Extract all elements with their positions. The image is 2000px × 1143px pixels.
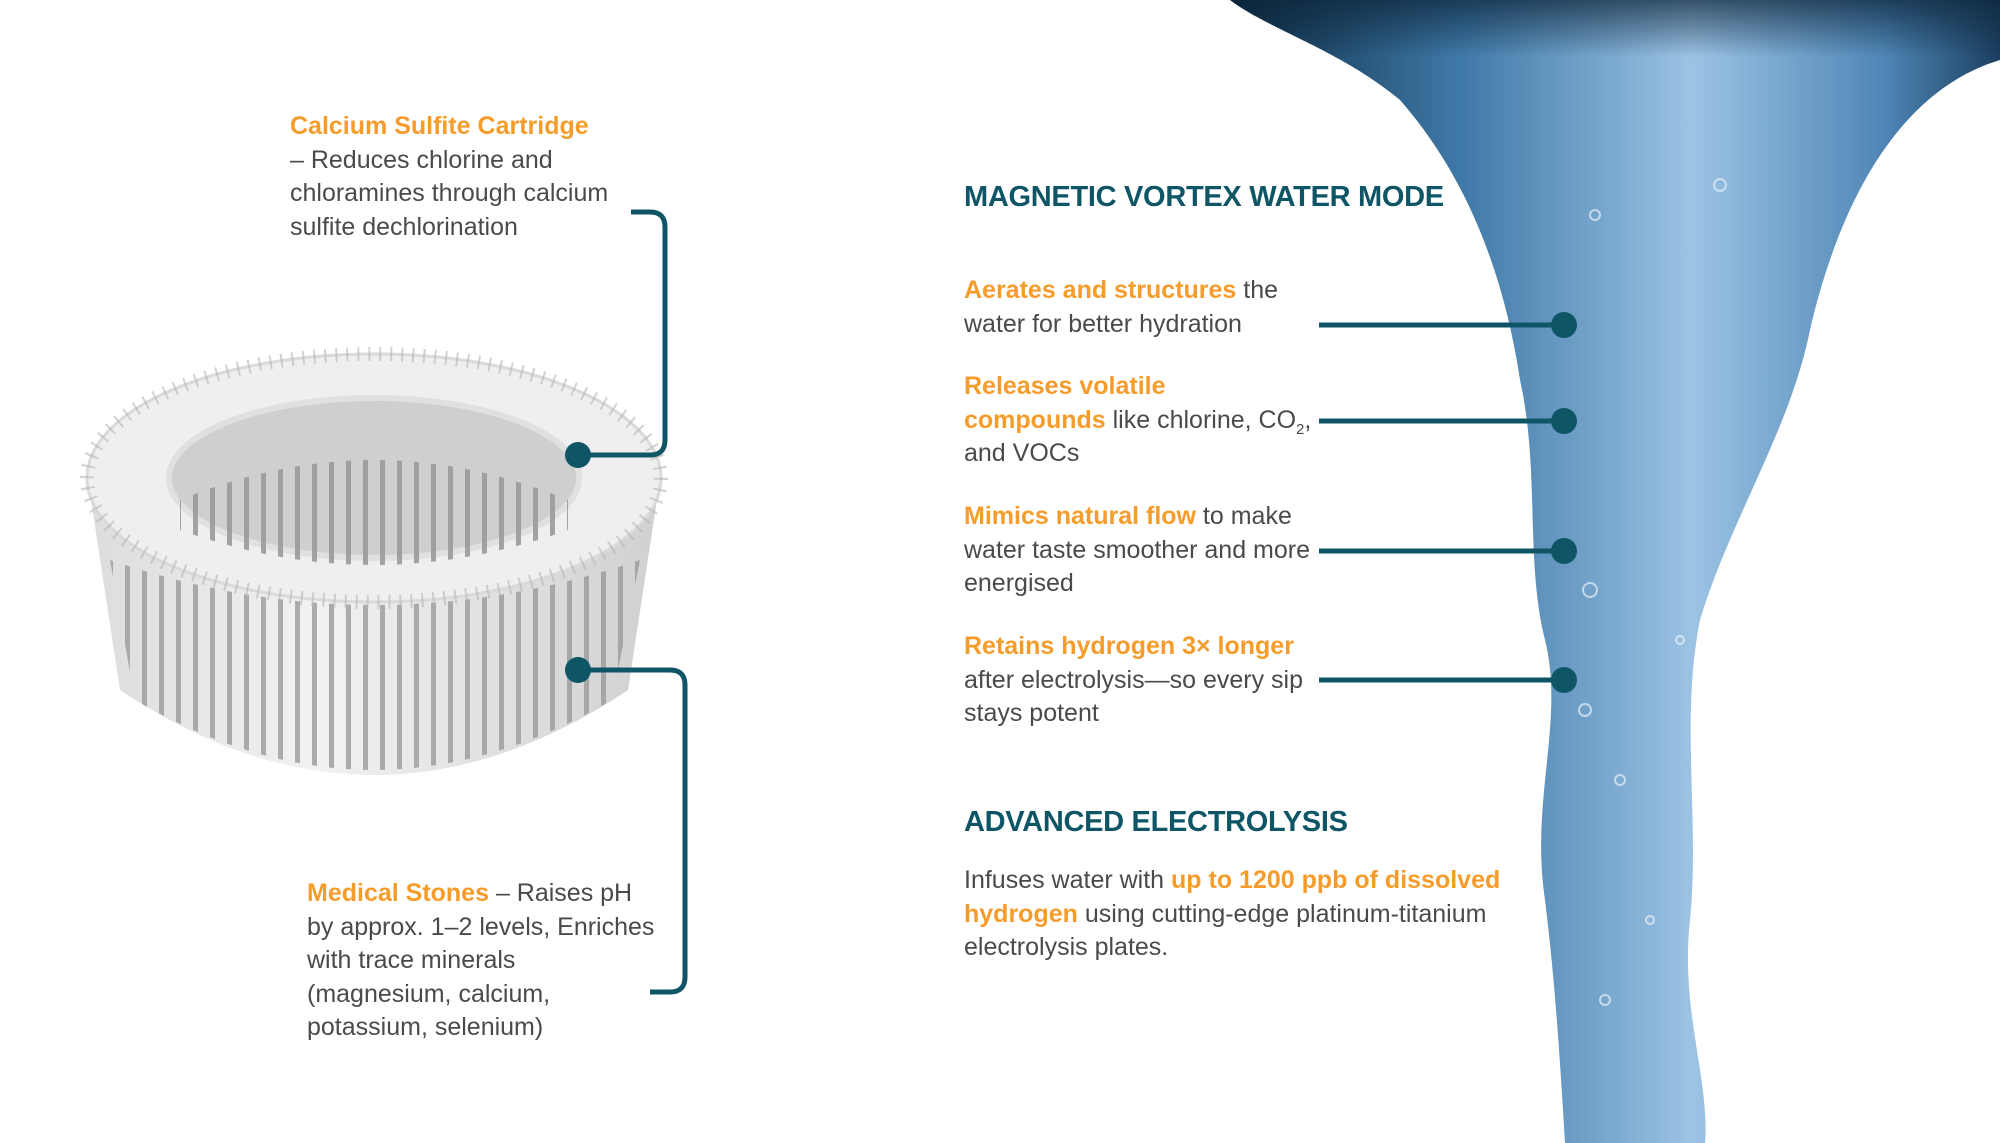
callout-dot — [565, 442, 591, 468]
callout-dot — [1551, 538, 1577, 564]
item-highlight: Releases volatile compounds — [964, 372, 1166, 434]
electrolysis-heading: ADVANCED ELECTROLYSIS — [964, 806, 1348, 838]
item-text: CO — [1258, 405, 1297, 434]
callout-dot — [565, 657, 591, 683]
item-text: the water for better hydration — [964, 276, 1279, 338]
stones-desc: – Raises pH by approx. 1–2 levels, Enric… — [307, 879, 655, 1041]
vortex-heading: MAGNETIC VORTEX WATER MODE — [964, 181, 1444, 213]
vortex-item: Mimics natural flow to make water taste … — [964, 500, 1314, 601]
item-text: after electrolysis—so every sip stays po… — [964, 665, 1304, 728]
cartridge-callout: Calcium Sulfite Cartridge – Reduces chlo… — [290, 110, 620, 244]
stones-callout: Medical Stones – Raises pH by approx. 1–… — [307, 877, 657, 1045]
item-text: to make water taste smoother and more en… — [964, 502, 1310, 597]
item-text: , and VOCs — [964, 405, 1312, 468]
item-text: like chlorine, — [1105, 405, 1259, 434]
item-highlight: Mimics natural flow — [964, 502, 1196, 530]
callout-dot — [1551, 312, 1577, 338]
callout-dot — [1551, 667, 1577, 693]
vortex-item: Aerates and structures the water for bet… — [964, 274, 1314, 341]
electrolysis-highlight: up to 1200 ppb of dissolved hydrogen — [964, 866, 1501, 928]
callout-dot — [1551, 408, 1577, 434]
electrolysis-pre: Infuses water with — [964, 866, 1172, 894]
vortex-item: Releases volatile compounds like chlorin… — [964, 370, 1314, 471]
electrolysis-post: using cutting-edge platinum-titanium ele… — [964, 899, 1487, 962]
stones-title: Medical Stones — [307, 879, 489, 907]
item-subscript: 2 — [1296, 420, 1305, 438]
item-highlight: Retains hydrogen 3× longer — [964, 632, 1294, 660]
cartridge-desc: – Reduces chlorine and chloramines throu… — [290, 145, 609, 241]
electrolysis-text: Infuses water with up to 1200 ppb of dis… — [964, 864, 1534, 965]
item-highlight: Aerates and structures — [964, 276, 1237, 304]
vortex-item: Retains hydrogen 3× longer after electro… — [964, 630, 1314, 731]
cartridge-title: Calcium Sulfite Cartridge — [290, 112, 589, 140]
